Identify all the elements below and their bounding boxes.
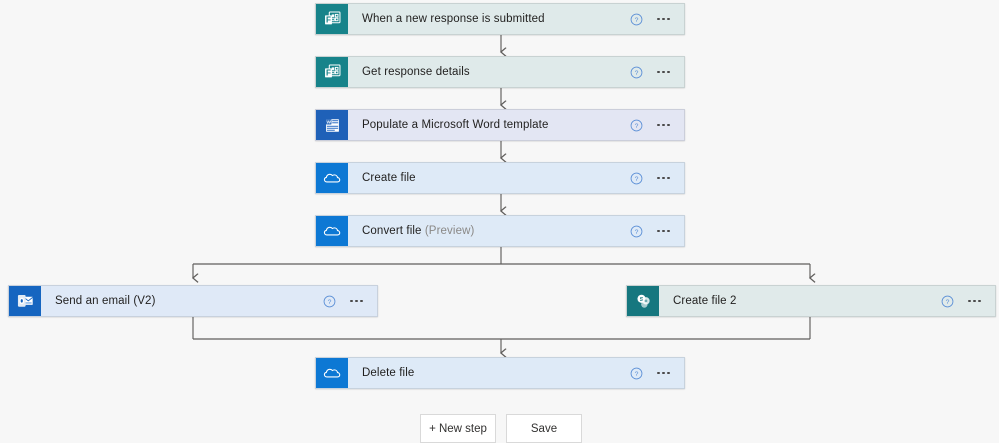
flow-step-body: Send an email (V2)	[41, 286, 323, 316]
more-options-icon[interactable]	[657, 66, 670, 79]
flow-step-tools: ?	[630, 358, 684, 388]
outlook-icon	[9, 286, 41, 316]
flow-step-title: Populate a Microsoft Word template	[362, 119, 549, 131]
help-circle-icon[interactable]: ?	[323, 295, 336, 308]
flow-step-title-suffix: (Preview)	[424, 225, 475, 237]
microsoft-forms-icon: F	[316, 57, 348, 87]
flow-step-body: Delete file	[348, 358, 630, 388]
flow-step-when-a-new-response-is-submitted[interactable]: F When a new response is submitted ?	[315, 3, 685, 35]
onedrive-icon	[316, 358, 348, 388]
flow-step-body: When a new response is submitted	[348, 4, 630, 34]
flow-step-delete-file[interactable]: Delete file ?	[315, 357, 685, 389]
flow-step-title: When a new response is submitted	[362, 13, 545, 25]
onedrive-icon	[316, 216, 348, 246]
more-options-icon[interactable]	[657, 13, 670, 26]
svg-text:?: ?	[635, 176, 639, 183]
svg-text:?: ?	[635, 123, 639, 130]
flow-step-body: Create file 2	[659, 286, 941, 316]
flow-step-body: Create file	[348, 163, 630, 193]
new-step-button[interactable]: + New step	[420, 414, 496, 443]
flow-step-tools: ?	[941, 286, 995, 316]
help-circle-icon[interactable]: ?	[630, 13, 643, 26]
svg-text:F: F	[326, 68, 331, 77]
help-circle-icon[interactable]: ?	[630, 172, 643, 185]
more-options-icon[interactable]	[657, 225, 670, 238]
more-options-icon[interactable]	[657, 172, 670, 185]
help-circle-icon[interactable]: ?	[941, 295, 954, 308]
flow-step-populate-a-microsoft-word-template[interactable]: W Populate a Microsoft Word template ?	[315, 109, 685, 141]
more-options-icon[interactable]	[657, 119, 670, 132]
flow-step-title: Convert file (Preview)	[362, 225, 475, 237]
onedrive-icon	[316, 163, 348, 193]
svg-text:?: ?	[635, 70, 639, 77]
svg-text:W: W	[326, 119, 331, 125]
flow-step-get-response-details[interactable]: F Get response details ?	[315, 56, 685, 88]
flow-step-body: Convert file (Preview)	[348, 216, 630, 246]
flow-step-create-file[interactable]: Create file ?	[315, 162, 685, 194]
svg-text:F: F	[326, 15, 331, 24]
flow-step-title: Send an email (V2)	[55, 295, 156, 307]
flow-step-send-an-email-v2[interactable]: Send an email (V2) ?	[8, 285, 378, 317]
microsoft-word-icon: W	[316, 110, 348, 140]
flow-step-body: Populate a Microsoft Word template	[348, 110, 630, 140]
flow-step-convert-file[interactable]: Convert file (Preview) ?	[315, 215, 685, 247]
flow-step-tools: ?	[630, 110, 684, 140]
more-options-icon[interactable]	[350, 295, 363, 308]
svg-text:S: S	[639, 297, 643, 303]
flow-step-tools: ?	[630, 163, 684, 193]
flow-step-title: Create file 2	[673, 295, 737, 307]
flow-step-tools: ?	[630, 57, 684, 87]
microsoft-forms-icon: F	[316, 4, 348, 34]
flow-step-title: Create file	[362, 172, 416, 184]
flow-step-tools: ?	[630, 216, 684, 246]
flow-step-tools: ?	[323, 286, 377, 316]
flow-step-body: Get response details	[348, 57, 630, 87]
save-button[interactable]: Save	[506, 414, 582, 443]
help-circle-icon[interactable]: ?	[630, 225, 643, 238]
more-options-icon[interactable]	[968, 295, 981, 308]
flow-step-title: Delete file	[362, 367, 415, 379]
help-circle-icon[interactable]: ?	[630, 66, 643, 79]
flow-step-tools: ?	[630, 4, 684, 34]
svg-text:?: ?	[946, 299, 950, 306]
more-options-icon[interactable]	[657, 367, 670, 380]
help-circle-icon[interactable]: ?	[630, 367, 643, 380]
flow-step-title: Get response details	[362, 66, 470, 78]
help-circle-icon[interactable]: ?	[630, 119, 643, 132]
svg-text:?: ?	[635, 229, 639, 236]
flow-step-create-file-2[interactable]: S Create file 2 ?	[626, 285, 996, 317]
svg-text:?: ?	[635, 371, 639, 378]
svg-text:?: ?	[635, 17, 639, 24]
svg-text:?: ?	[328, 299, 332, 306]
sharepoint-icon: S	[627, 286, 659, 316]
